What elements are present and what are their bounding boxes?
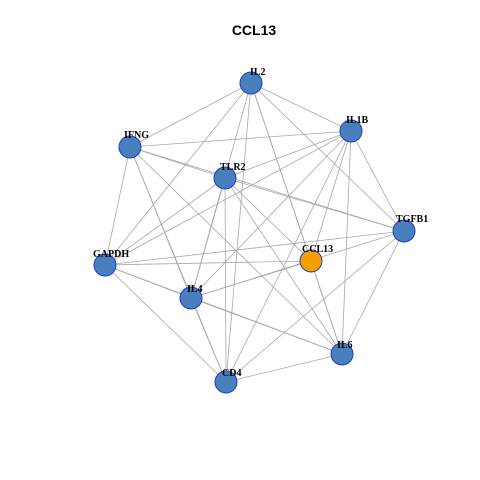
node-ccl13[interactable] (299, 249, 323, 273)
node-label-ccl13: CCL13 (302, 244, 333, 255)
edge-il1b-ifng (129, 130, 352, 148)
nodes-layer (93, 71, 416, 394)
edge-tgfb1-cd4 (225, 230, 405, 383)
edges-layer (104, 82, 405, 383)
edge-tlr2-il6 (224, 177, 343, 355)
node-label-il1b: IL1B (346, 115, 369, 126)
node-label-cd4: CD4 (222, 368, 241, 379)
edge-gapdh-il4 (104, 264, 192, 299)
edge-ifng-gapdh (104, 146, 131, 266)
edge-tlr2-cd4 (224, 177, 227, 383)
edge-il2-il1b (250, 82, 352, 132)
edge-tlr2-il4 (190, 177, 226, 299)
node-label-il6: IL6 (337, 340, 353, 351)
edge-ccl13-il6 (310, 260, 343, 355)
edge-il1b-cd4 (225, 130, 352, 383)
edge-il1b-il4 (190, 130, 352, 299)
edge-il1b-ccl13 (310, 130, 352, 262)
edge-gapdh-cd4 (104, 264, 227, 383)
edge-il1b-il6 (341, 130, 352, 355)
edge-tgfb1-gapdh (104, 230, 405, 266)
edge-tgfb1-il6 (341, 230, 405, 355)
node-il2[interactable] (239, 71, 263, 95)
edge-il4-cd4 (190, 297, 227, 383)
node-label-il2: IL2 (250, 67, 266, 78)
edge-tlr2-tgfb1 (224, 177, 405, 232)
edge-il2-ifng (129, 82, 252, 148)
edge-il1b-tlr2 (224, 130, 352, 179)
node-label-gapdh: GAPDH (93, 249, 129, 260)
graph-title: CCL13 (232, 22, 277, 38)
node-il1b[interactable] (339, 119, 363, 143)
edge-ccl13-gapdh (104, 260, 312, 266)
node-tlr2[interactable] (213, 166, 237, 190)
edge-il2-tgfb1 (250, 82, 405, 232)
edge-cd4-il6 (225, 353, 343, 383)
edge-il1b-tgfb1 (350, 130, 405, 232)
node-gapdh[interactable] (93, 253, 117, 277)
edge-il4-il6 (190, 297, 343, 355)
edge-il2-cd4 (225, 82, 252, 383)
node-label-il4: IL4 (187, 284, 203, 295)
node-il6[interactable] (330, 342, 354, 366)
node-il4[interactable] (179, 286, 203, 310)
edge-il2-gapdh (104, 82, 252, 266)
node-ifng[interactable] (118, 135, 142, 159)
node-tgfb1[interactable] (392, 219, 416, 243)
edge-ccl13-il4 (190, 260, 312, 299)
edge-tlr2-gapdh (104, 177, 226, 266)
edge-il1b-gapdh (104, 130, 352, 266)
edge-ifng-tgfb1 (129, 146, 405, 232)
node-label-ifng: IFNG (124, 130, 149, 141)
node-cd4[interactable] (214, 370, 238, 394)
node-label-tlr2: TLR2 (220, 162, 246, 173)
edge-tlr2-ccl13 (224, 177, 312, 262)
node-label-tgfb1: TGFB1 (396, 214, 428, 225)
